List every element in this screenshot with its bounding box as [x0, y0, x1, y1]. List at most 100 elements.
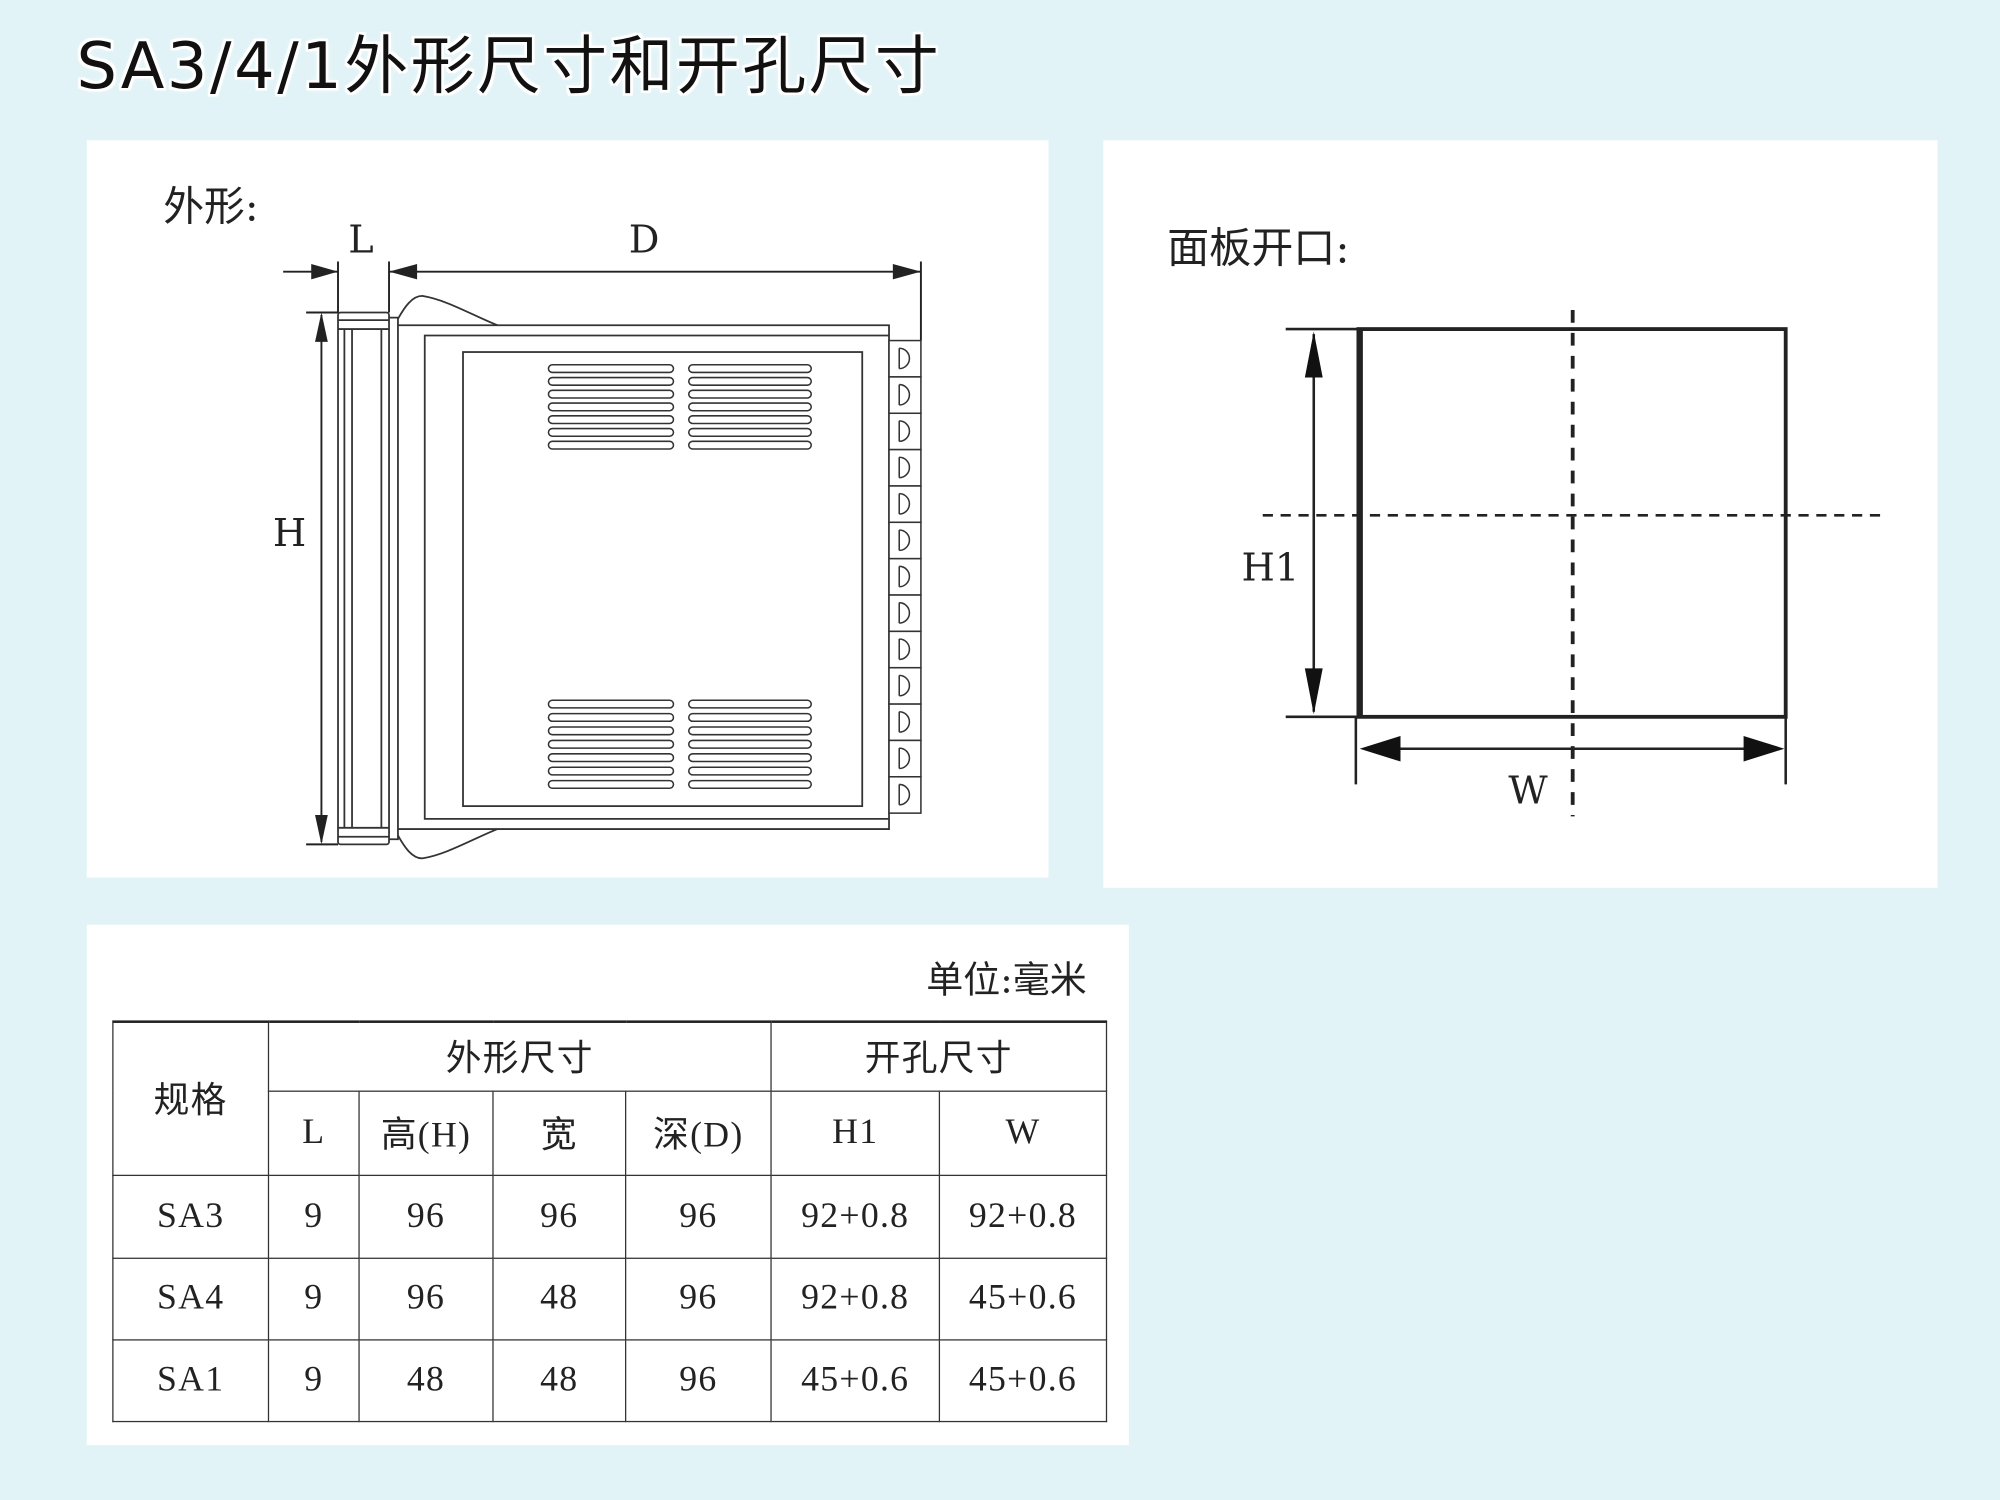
terminal-screw-icon — [898, 492, 911, 515]
header-H1: H1 — [770, 1089, 941, 1176]
cell-value: 45+0.6 — [770, 1338, 941, 1422]
outline-drawing: 外形: L D H — [163, 183, 922, 860]
vent-slot — [547, 739, 675, 749]
terminal — [888, 739, 922, 778]
vent-slot — [547, 699, 675, 709]
cell-value: 96 — [358, 1174, 494, 1259]
terminal-screw-icon — [898, 420, 911, 443]
terminal-screw-icon — [898, 747, 911, 770]
vent-slot — [688, 699, 812, 709]
header-L: L — [267, 1089, 360, 1176]
terminal — [888, 412, 922, 451]
terminal-screw-icon — [898, 565, 911, 588]
cell-value: 9 — [267, 1174, 360, 1259]
vent-slot — [688, 415, 812, 425]
vent-slot — [547, 779, 675, 790]
arrowheads — [311, 264, 921, 845]
cutout-label: 面板开口: — [1167, 224, 1350, 273]
terminal — [888, 703, 922, 742]
terminal-screw-icon — [898, 638, 911, 661]
cell-value: 9 — [267, 1338, 360, 1422]
cell-value: 92+0.8 — [770, 1174, 941, 1259]
dimension-label-L: L — [348, 218, 373, 263]
header-spec: 规格 — [112, 1020, 270, 1176]
housing-inner-panel — [462, 351, 864, 808]
vent-slot — [547, 766, 675, 776]
table-header-row: 规格 外形尺寸 开孔尺寸 — [112, 1020, 1108, 1176]
bezel-outline — [337, 311, 390, 846]
vent-slot — [688, 376, 812, 386]
terminal-screw-icon — [898, 347, 911, 370]
terminal — [888, 485, 922, 524]
page-title: SA3/4/1外形尺寸和开孔尺寸 — [76, 29, 942, 104]
cutout-drawing-panel: 面板开口: H1 W — [1103, 140, 1938, 888]
vent-slot — [547, 440, 675, 450]
terminal-screw-icon — [898, 529, 911, 552]
terminal-screw-icon — [898, 383, 911, 406]
vent-slot — [547, 389, 675, 399]
vent-slot — [547, 726, 675, 736]
vent-slot — [547, 376, 675, 386]
cell-model: SA1 — [112, 1338, 270, 1422]
cell-value: 48 — [358, 1338, 494, 1422]
terminal-screw-icon — [898, 601, 911, 624]
vent-slot — [688, 726, 812, 736]
vent-slot — [688, 402, 812, 412]
terminal-strip — [888, 339, 922, 814]
vent-slot — [547, 753, 675, 763]
vent-slot — [688, 753, 812, 763]
header-depth: 深(D) — [624, 1089, 772, 1176]
arrowhead-W-left — [1359, 735, 1401, 762]
table-subheader-row: L 高(H) 宽 深(D) H1 W — [113, 1089, 1108, 1176]
cell-value: 92+0.8 — [770, 1257, 941, 1340]
cell-value: 48 — [492, 1257, 627, 1340]
dimension-label-H: H — [273, 511, 306, 556]
vent-slot — [547, 712, 675, 723]
cell-value: 96 — [624, 1338, 772, 1422]
vent-slot — [688, 389, 812, 399]
dimension-label-D: D — [629, 218, 660, 263]
vent-slot — [688, 364, 812, 374]
outline-drawing-panel: 外形: L D H — [86, 140, 1049, 878]
terminal — [888, 339, 922, 378]
front-bezel — [337, 311, 399, 846]
cell-value: 45+0.6 — [938, 1338, 1108, 1422]
vent-slot — [547, 415, 675, 425]
cell-value: 45+0.6 — [938, 1257, 1108, 1340]
terminal — [888, 594, 922, 633]
cell-value: 92+0.8 — [938, 1174, 1108, 1259]
mounting-clip-bottom — [397, 828, 498, 860]
vent-slot — [547, 427, 675, 437]
arrowhead-H-bottom — [315, 815, 328, 845]
cell-value: 9 — [267, 1257, 360, 1340]
arrowhead-H1-top — [1304, 331, 1323, 378]
header-width: 宽 — [492, 1089, 627, 1176]
terminal-screw-icon — [898, 456, 911, 479]
vent-slot — [688, 440, 812, 450]
arrowhead-D-left — [389, 264, 418, 280]
terminal — [888, 557, 922, 596]
unit-note: 单位:毫米 — [926, 957, 1087, 1002]
housing — [397, 295, 890, 860]
vent-slot — [688, 427, 812, 437]
arrowhead-W-right — [1743, 735, 1785, 762]
vent-slot — [547, 402, 675, 412]
cell-value: 96 — [492, 1174, 627, 1259]
header-outline-dimensions: 外形尺寸 — [267, 1020, 772, 1092]
terminal — [888, 521, 922, 560]
arrowhead-H-top — [315, 312, 328, 342]
table-row: SA3 9 96 96 96 92+0.8 92+0.8 — [112, 1174, 1108, 1259]
header-height: 高(H) — [358, 1089, 494, 1176]
dimension-lines — [283, 261, 922, 846]
terminal — [888, 448, 922, 487]
header-cutout-dimensions: 开孔尺寸 — [770, 1020, 1108, 1092]
terminal-screw-icon — [898, 674, 911, 697]
arrowhead-D-right — [892, 264, 921, 280]
cutout-geometry — [1262, 309, 1882, 817]
terminal — [888, 630, 922, 669]
terminal — [888, 376, 922, 415]
vent-slot — [688, 712, 812, 723]
vent-slot — [688, 739, 812, 749]
cell-model: SA3 — [112, 1174, 270, 1259]
